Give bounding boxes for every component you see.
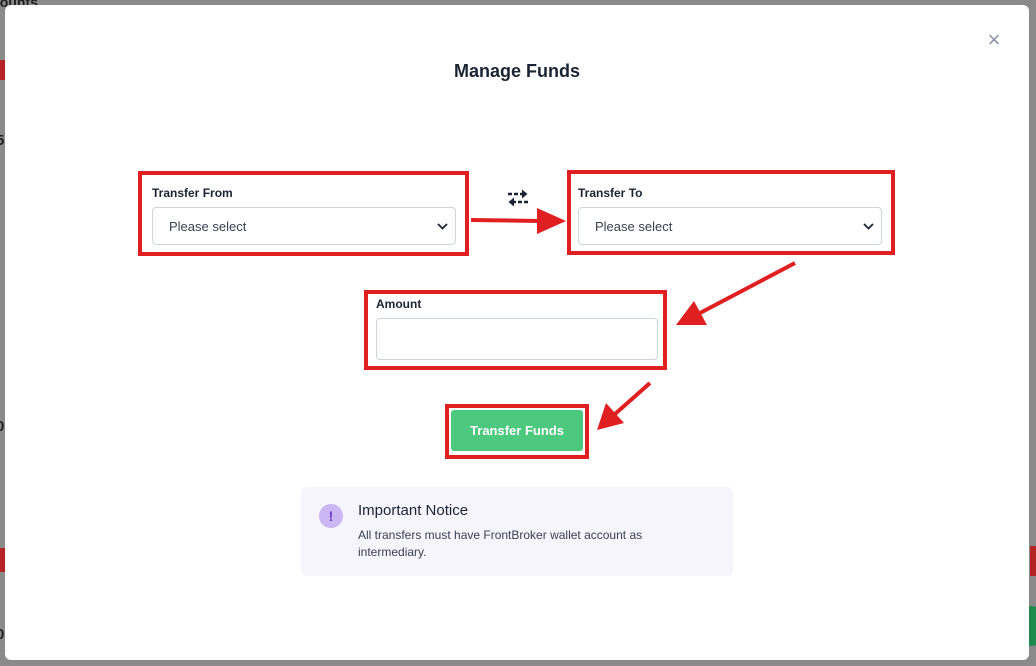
background-value: 5 [0,132,5,149]
background-red-mark [1030,546,1036,576]
transfer-to-value: Please select [595,218,673,234]
amount-label: Amount [376,297,422,311]
notice-title: Important Notice [358,502,469,519]
chevron-down-icon [855,208,881,244]
background-red-mark [0,60,5,80]
transfer-from-value: Please select [169,218,247,234]
swap-arrows-icon[interactable] [505,188,531,208]
background-red-mark [0,548,5,572]
background-value: 0 [0,626,5,643]
exclamation-icon: ! [319,504,343,528]
close-icon[interactable]: × [987,27,1001,52]
transfer-from-select[interactable]: Please select [152,207,456,245]
notice-body: All transfers must have FrontBroker wall… [358,528,643,559]
transfer-funds-button[interactable]: Transfer Funds [451,410,583,451]
manage-funds-modal: Manage Funds × Transfer From Please sele… [5,5,1029,660]
chevron-down-icon [429,208,455,244]
transfer-from-label: Transfer From [152,186,233,200]
modal-title: Manage Funds [453,61,580,81]
transfer-to-label: Transfer To [578,186,643,200]
amount-input[interactable] [376,318,658,360]
transfer-to-select[interactable]: Please select [578,207,882,245]
background-value: 0 [0,418,5,435]
important-notice: ! Important Notice All transfers must ha… [301,487,733,576]
